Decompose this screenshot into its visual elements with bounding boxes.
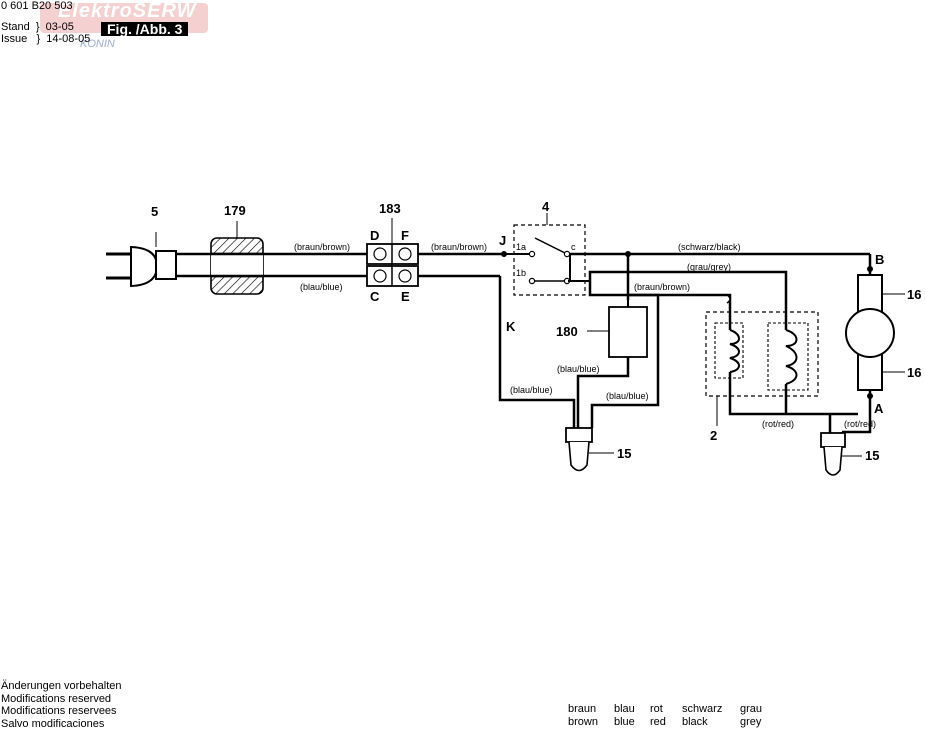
wire-blue-180 [576,357,630,428]
stand-line: Stand } 03-05 [1,21,74,33]
wire-label-blue-180: (blau/blue) [557,364,600,374]
legend-column: blau blue [614,703,635,729]
terminal-letter-c: C [370,289,380,304]
legend-en: black [682,716,708,728]
legend-column: schwarz black [682,703,722,729]
figure-label: Fig. /Abb. 3 [101,22,189,36]
footer-line: Modifications reserved [1,692,112,705]
stand-label: Stand [1,21,30,33]
wire-label-blue-mid: (blau/blue) [606,391,649,401]
terminal-letter-d: D [370,228,379,243]
motor-number: 16 [907,287,921,302]
wire-brown-right [628,293,732,330]
connector-left-number: 15 [617,446,631,461]
switch-contact-c: c [571,242,576,252]
issue-line: Issue } 14-08-05 [1,33,90,45]
legend-en: red [650,716,666,728]
switch-block [513,224,586,296]
connector-right-icon [820,432,846,476]
wire-label-red-coil: (rot/red) [762,419,794,429]
plug-icon [106,245,177,288]
legend-de: blau [614,703,635,715]
node-label-j: J [499,233,506,248]
part-number: 0 601 B20 503 [1,0,73,12]
module-180-box [608,306,648,358]
node-label-a: A [874,401,884,416]
node-label-k: K [506,319,516,334]
brace-icon: } [30,33,44,45]
motor-lower-number: 16 [907,365,921,380]
watermark-subtext: KONIN [80,38,115,50]
wire-label-blue-k: (blau/blue) [510,385,553,395]
footer-notes: Änderungen vorbehalten Modifications res… [1,680,121,730]
wire-grey [588,270,788,330]
node-label-b: B [875,252,884,267]
field-coils-block [705,311,819,397]
watermark-text: ElektroSERW [58,0,197,22]
stand-date: 03-05 [45,21,74,33]
module-number: 180 [556,324,578,339]
footer-line: Modifications reservees [1,705,117,717]
wire-label-grey: (grau/grey) [687,262,731,272]
connector-right-number: 15 [865,448,879,463]
wire-blue-mid [588,281,660,428]
legend-en: blue [614,716,635,728]
legend-en: grey [740,716,762,728]
connector-left-icon [565,427,593,472]
legend-column: grau grey [740,703,762,729]
footer-line: Salvo modificaciones [1,717,105,730]
wire-label-brown-right: (braun/brown) [634,282,690,292]
issue-label: Issue [1,33,28,45]
motor-icon [845,274,895,391]
legend-de: schwarz [682,703,723,715]
terminal-block [366,243,419,287]
terminal-number: 183 [379,201,401,216]
terminal-letter-e: E [401,289,410,304]
wire-label-brown-left: (braun/brown) [294,242,350,252]
legend-column: rot red [650,703,666,729]
wire-label-red-motor: (rot/red) [844,419,876,429]
wire-label-black: (schwarz/black) [678,242,741,252]
wire-label-blue-left: (blau/blue) [300,282,343,292]
filter-number: 179 [224,203,246,218]
wire-blue-k [498,276,576,428]
switch-number: 4 [542,199,550,214]
legend-de: grau [740,703,763,715]
switch-contact-1b: 1b [516,268,526,278]
legend-de: braun [568,703,597,715]
legend-en: brown [568,716,598,728]
footer-line: Änderungen vorbehalten [1,680,122,692]
issue-date: 14-08-05 [46,33,91,45]
plug-number: 5 [151,204,158,219]
brace-icon: } [32,21,43,33]
wire-label-brown-mid: (braun/brown) [431,242,487,252]
legend-column: braun brown [568,703,598,729]
switch-contact-1a: 1a [516,242,526,252]
terminal-letter-f: F [401,228,409,243]
field-coils-number: 2 [710,428,717,443]
legend-de: rot [650,703,663,715]
